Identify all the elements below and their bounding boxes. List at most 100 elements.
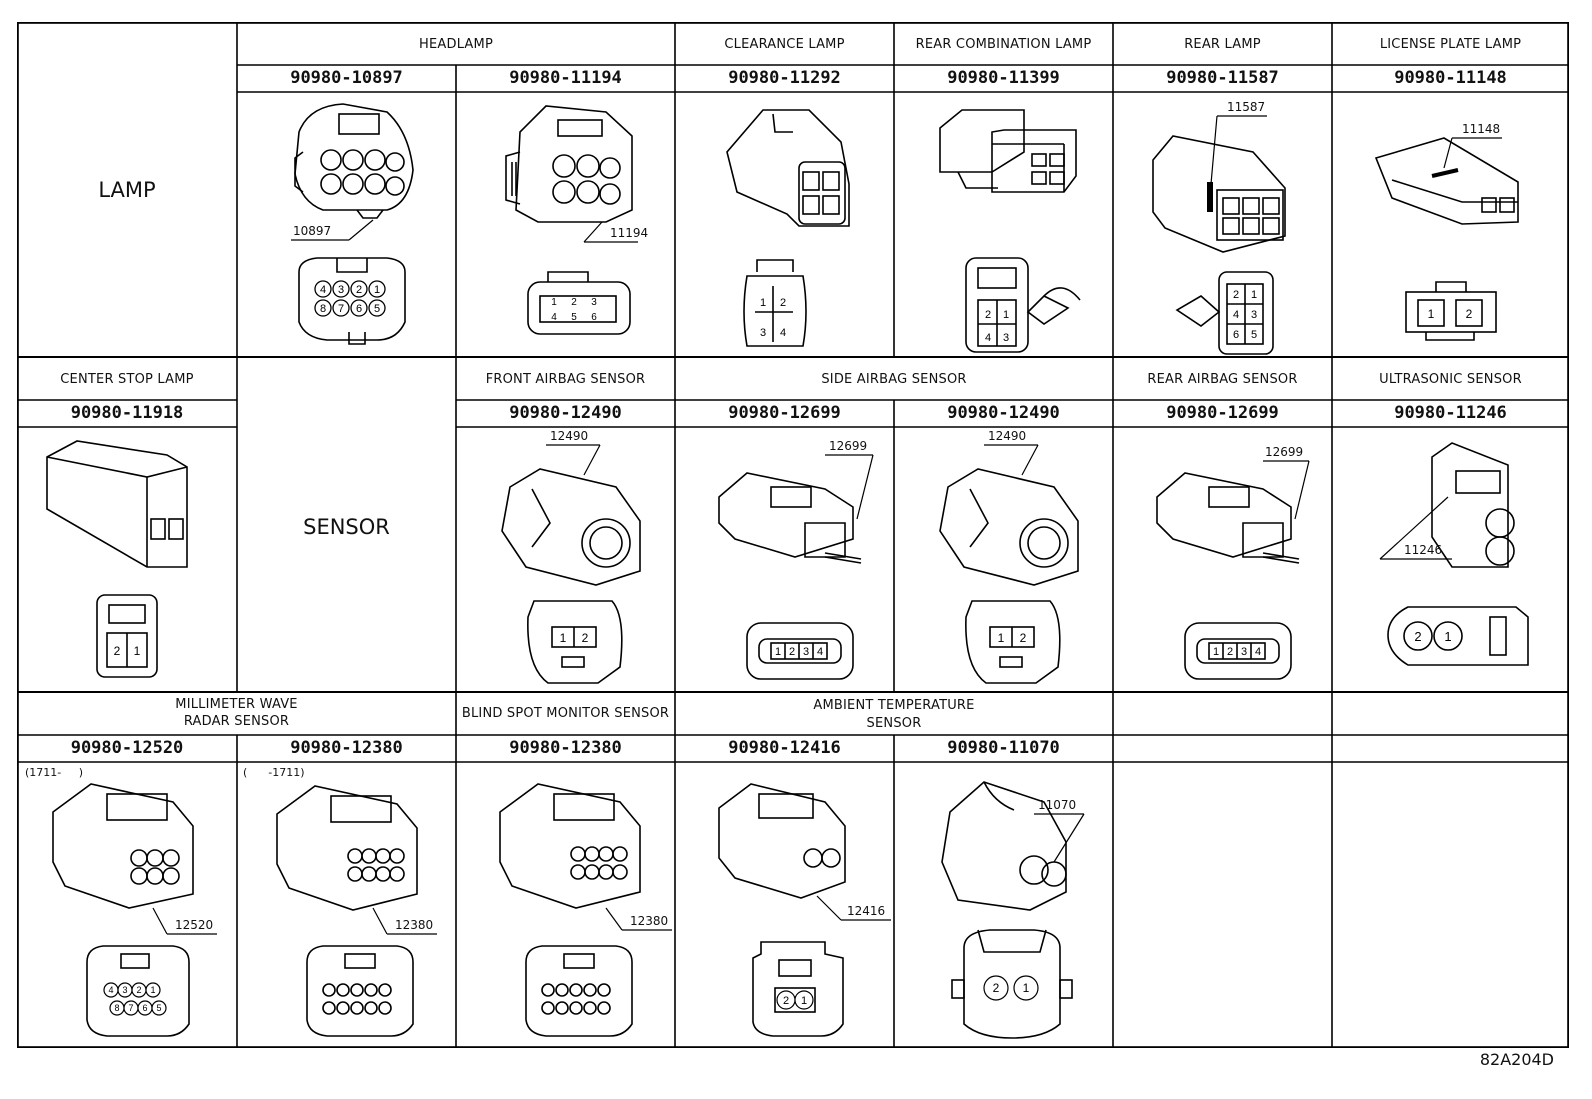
connector-illustration: 1 2: [1374, 137, 1519, 341]
pin-label: 1: [801, 995, 807, 1007]
connector-cell-headlamp-10897: 4 3 2 1 8 7 6 5 10897: [237, 92, 456, 357]
pin-label: 1: [374, 284, 380, 296]
connector-cell-ambient-temp-12416: 2 1 12416: [675, 762, 894, 1048]
part-number-rear-combination-lamp: 90980-11399: [947, 68, 1060, 88]
pin-label: 4: [817, 646, 823, 658]
pin-label: 4: [551, 312, 557, 323]
pin-label: 5: [571, 312, 577, 323]
pin-label: 3: [122, 985, 127, 995]
pin-label: 1: [560, 631, 567, 645]
header-ambient-temp-line2: SENSOR: [866, 716, 922, 731]
pin-label: 3: [1241, 646, 1247, 658]
connector-cell-rear-combination-lamp-11399: 2 1 4 3: [894, 92, 1113, 357]
pin-label: 2: [571, 297, 577, 308]
part-number-clearance-lamp: 90980-11292: [728, 68, 841, 88]
header-ultrasonic-sensor: ULTRASONIC SENSOR: [1379, 372, 1522, 387]
connector-illustration: 2 1: [1379, 442, 1529, 666]
part-number-ambient-temp-1: 90980-12416: [728, 738, 841, 758]
connector-cell-headlamp-11194: 1 2 3 4 5 6 11194: [456, 92, 675, 357]
pin-label: 2: [1233, 289, 1239, 301]
pin-label: 1: [760, 297, 766, 309]
connector-illustration: 2 1 4 3 6 5: [1152, 115, 1286, 355]
callout-label: 12699: [829, 439, 868, 453]
pin-label: 5: [374, 303, 380, 315]
header-headlamp: HEADLAMP: [419, 37, 493, 52]
callout-label: 12699: [1265, 445, 1304, 459]
part-number-mmw-radar-2: 90980-12380: [290, 738, 403, 758]
pin-label: 1: [775, 646, 781, 658]
pin-label: 7: [128, 1003, 133, 1013]
part-number-front-airbag-sensor: 90980-12490: [509, 403, 622, 423]
callout-label: 11194: [610, 226, 649, 240]
callout-label: 12490: [550, 429, 589, 443]
connector-cell-center-stop-lamp-11918: 2 1: [17, 427, 237, 692]
pin-label: 2: [789, 646, 795, 658]
pin-label: 4: [1255, 646, 1261, 658]
connector-illustration: 1 2 3 4: [1156, 460, 1310, 680]
part-number-headlamp-2: 90980-11194: [509, 68, 622, 88]
connector-illustration: 1 2 3 4 5 6: [505, 105, 638, 335]
pin-label: 7: [338, 303, 344, 315]
pin-label: 1: [150, 985, 155, 995]
pin-label: 5: [156, 1003, 161, 1013]
category-sensor-label: SENSOR: [303, 515, 390, 539]
callout-label: 11246: [1404, 543, 1443, 557]
connector-illustration: 4 3 2 1 8 7 6 5: [52, 783, 217, 1037]
pin-label: 2: [783, 995, 789, 1007]
connector-illustration: 1 2 3 4: [726, 109, 850, 347]
connector-illustration: 2 1: [941, 781, 1085, 1039]
part-number-headlamp-1: 90980-10897: [290, 68, 403, 88]
pin-label: 5: [1251, 329, 1257, 341]
pin-label: 3: [760, 327, 766, 339]
part-number-rear-airbag-sensor: 90980-12699: [1166, 403, 1279, 423]
callout-label: 10897: [293, 224, 332, 238]
callout-label: 12490: [988, 429, 1027, 443]
pin-label: 4: [1233, 309, 1239, 321]
callout-label: 12520: [175, 918, 214, 932]
header-rear-combination-lamp: REAR COMBINATION LAMP: [915, 37, 1092, 52]
pin-label: 1: [1428, 307, 1435, 321]
header-front-airbag-sensor: FRONT AIRBAG SENSOR: [485, 372, 646, 387]
connector-illustration: [499, 783, 672, 1037]
connector-illustration: [276, 785, 437, 1037]
callout-label: 11587: [1227, 100, 1266, 114]
pin-label: 6: [356, 303, 362, 315]
pin-label: 4: [985, 332, 991, 344]
header-side-airbag-sensor: SIDE AIRBAG SENSOR: [821, 372, 967, 387]
part-number-side-airbag-sensor-1: 90980-12699: [728, 403, 841, 423]
header-center-stop-lamp: CENTER STOP LAMP: [60, 372, 194, 387]
connector-cell-blind-spot-12380: 12380: [456, 762, 675, 1048]
pin-label: 1: [551, 297, 557, 308]
callout-label: 12380: [395, 918, 434, 932]
connector-illustration: 1 2: [939, 444, 1079, 684]
pin-label: 2: [114, 644, 121, 658]
pin-label: 2: [136, 985, 141, 995]
connector-illustration: 2 1 4 3: [939, 109, 1081, 353]
header-clearance-lamp: CLEARANCE LAMP: [724, 37, 845, 52]
header-mmw-radar-line2: RADAR SENSOR: [183, 714, 290, 729]
pin-label: 3: [803, 646, 809, 658]
pin-label: 4: [320, 284, 326, 296]
connector-cell-front-airbag-12490: 1 2 12490: [456, 427, 675, 692]
figure-id: 82A204D: [1479, 1050, 1554, 1069]
part-number-ambient-temp-2: 90980-11070: [947, 738, 1060, 758]
pin-label: 6: [142, 1003, 147, 1013]
table-grid-lines: [17, 22, 1569, 1048]
connector-cell-mmw-radar-12380: ( -1711) 12380: [237, 762, 456, 1048]
pin-label: 3: [591, 297, 597, 308]
pin-label: 2: [993, 981, 1000, 995]
connector-illustration: 1 2 3 4: [718, 454, 874, 680]
pin-label: 8: [320, 303, 326, 315]
header-blind-spot-monitor: BLIND SPOT MONITOR SENSOR: [461, 706, 670, 721]
header-ambient-temp-line1: AMBIENT TEMPERATURE: [813, 698, 975, 713]
connector-cell-license-plate-lamp-11148: 1 2 11148: [1332, 92, 1569, 357]
pin-label: 6: [1233, 329, 1239, 341]
header-rear-lamp: REAR LAMP: [1184, 37, 1261, 52]
serial-note: ( -1711): [243, 766, 305, 779]
pin-label: 2: [985, 309, 991, 321]
connector-cell-ambient-temp-11070: 2 1 11070: [894, 762, 1113, 1048]
pin-label: 1: [1023, 981, 1030, 995]
pin-label: 1: [134, 644, 141, 658]
pin-label: 2: [1227, 646, 1233, 658]
